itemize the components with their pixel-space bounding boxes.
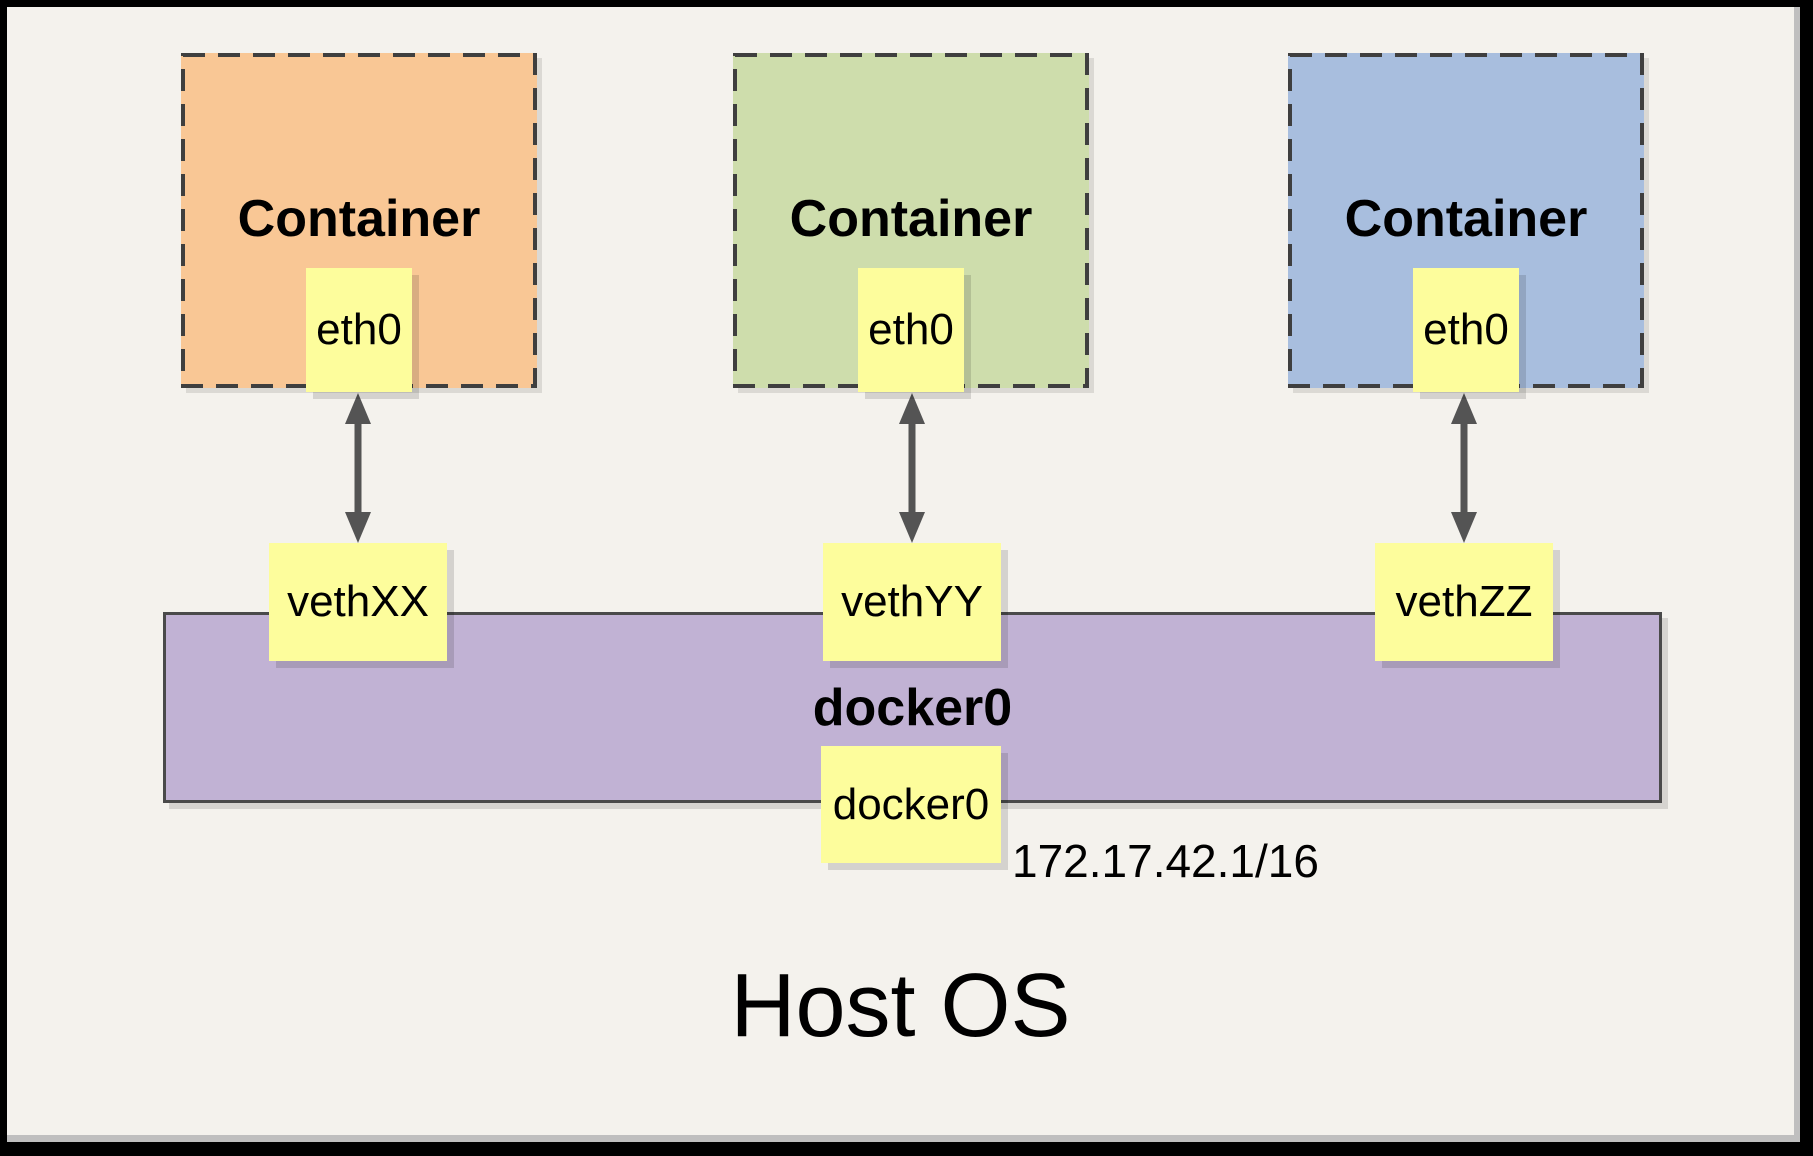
bidirectional-arrow-1 [345,393,371,543]
bidirectional-arrow-2 [899,393,925,543]
docker0-bridge-label: docker0 [812,678,1013,737]
bidirectional-arrow-3 [1451,393,1477,543]
vethyy-box: vethYY [823,543,1001,661]
host-os-label: Host OS [730,956,1071,1056]
container-box-3: Container eth0 [1288,53,1644,392]
container-title: Container [1344,190,1588,248]
vethzz-box: vethZZ [1375,543,1553,661]
container-title: Container [789,190,1033,248]
host-os-canvas: Container eth0 Container eth0 Container … [7,7,1800,1142]
vethxx-box: vethXX [269,543,447,661]
container-box-2: Container eth0 [733,53,1089,392]
eth0-interface-box: eth0 [858,268,964,392]
container-title: Container [237,190,481,248]
container-box-1: Container eth0 [181,53,537,392]
docker0-interface-box: docker0 [821,746,1001,863]
eth0-interface-box: eth0 [306,268,412,392]
eth0-interface-box: eth0 [1413,268,1519,392]
bridge-ip-address: 172.17.42.1/16 [1012,835,1319,887]
